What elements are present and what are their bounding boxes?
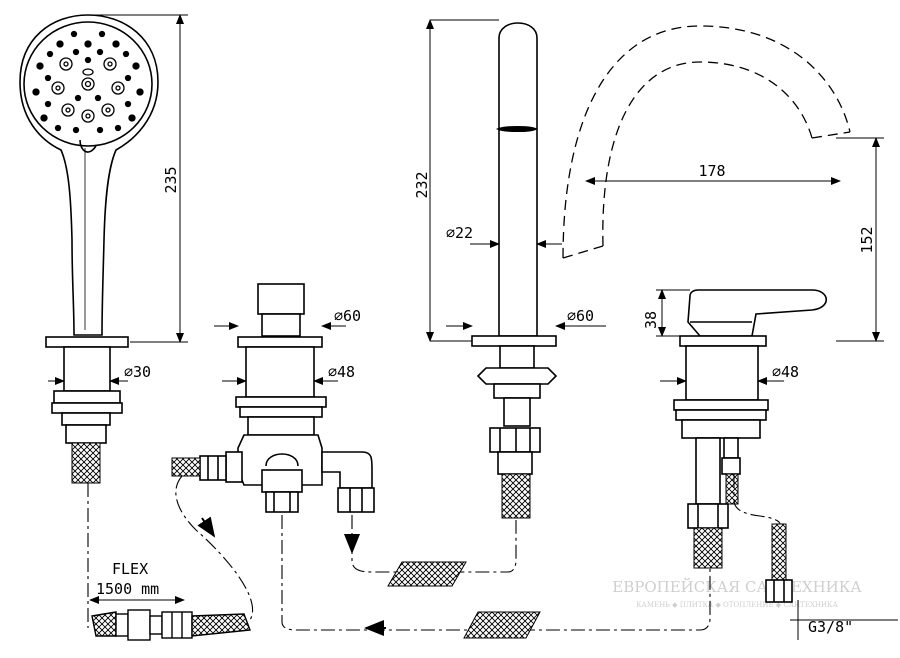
- hand-shower-holder: [45, 336, 129, 484]
- hand-shower-dims: [48, 14, 188, 385]
- flex-hose-length: 1500 mm: [96, 580, 159, 598]
- dim-spout-height: 232: [413, 171, 431, 198]
- dim-diverter-top-diameter: ⌀60: [334, 307, 361, 325]
- dim-mixer-body-diameter: ⌀48: [772, 363, 799, 381]
- spout-dims: [426, 19, 606, 342]
- connection-thread: G3/8": [808, 618, 853, 636]
- mixer-valve: [673, 289, 828, 603]
- spout-reach-dims: [585, 137, 884, 342]
- dim-spout-pipe-diameter: ⌀22: [446, 224, 473, 242]
- watermark-title: ЕВРОПЕЙСКАЯ САНТЕХНИКА: [612, 577, 862, 596]
- watermark-subtitle: КАМЕНЬ ◆ ПЛИТКА ◆ ОТОПЛЕНИЕ ◆ САНТЕХНИКА: [636, 601, 838, 609]
- diverter-dims: [214, 322, 346, 385]
- dim-mixer-lever-height: 38: [642, 311, 660, 329]
- dim-spout-outlet-height: 152: [858, 226, 876, 253]
- spout-reach-outline: [562, 25, 851, 259]
- flex-hose-name: FLEX: [112, 560, 148, 578]
- mixer-dims: [656, 289, 898, 640]
- dim-diverter-body-diameter: ⌀48: [328, 363, 355, 381]
- dim-spout-reach: 178: [698, 162, 725, 180]
- flow-arrows: [197, 516, 386, 636]
- diverter-valve: [171, 283, 375, 513]
- watermark: ЕВРОПЕЙСКАЯ САНТЕХНИКА КАМЕНЬ ◆ ПЛИТКА ◆…: [612, 577, 862, 609]
- spout: [471, 22, 558, 519]
- dim-spout-base-diameter: ⌀60: [567, 307, 594, 325]
- dim-hand-shower-base-diameter: ⌀30: [124, 363, 151, 381]
- flex-hose: [91, 609, 251, 641]
- hand-shower: [19, 14, 159, 336]
- shower-spray-nozzles: [32, 30, 144, 134]
- hose-hatched-segments: [387, 561, 541, 639]
- dim-hand-shower-height: 235: [162, 166, 180, 193]
